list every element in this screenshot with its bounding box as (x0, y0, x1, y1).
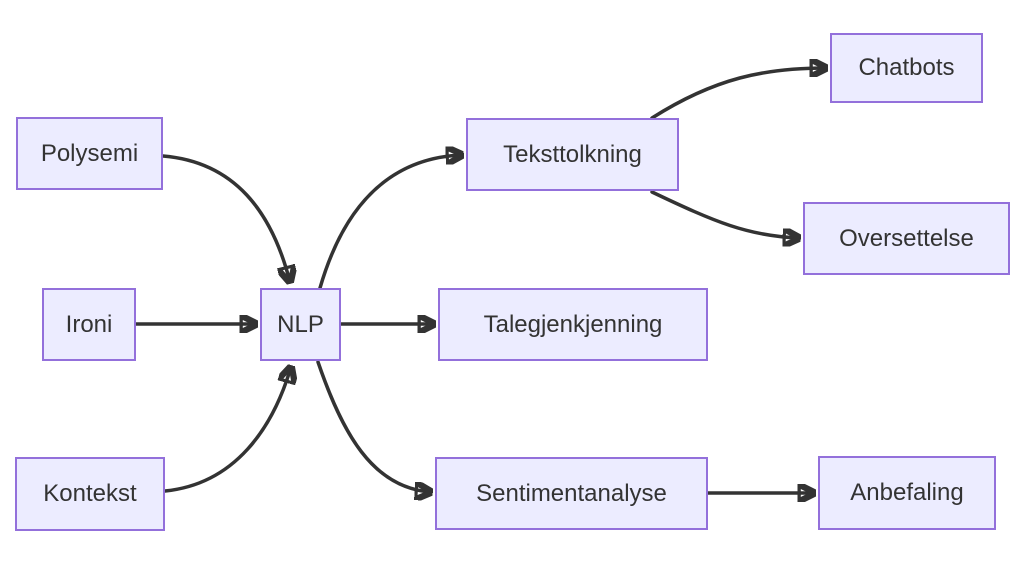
node-nlp: NLP (260, 288, 341, 361)
node-sentimentanalyse-label: Sentimentanalyse (476, 479, 667, 507)
node-kontekst-label: Kontekst (43, 480, 137, 507)
node-teksttolkning-label: Teksttolkning (503, 140, 642, 168)
edge-polysemi-nlp (161, 154, 290, 282)
node-sentimentanalyse: Sentimentanalyse (435, 457, 708, 530)
node-oversettelse-label: Oversettelse (839, 224, 974, 252)
node-polysemi-label: Polysemi (40, 139, 139, 167)
edge-teksttolkning-chatbots (650, 68, 826, 120)
node-nlp-label: NLP (277, 310, 324, 338)
node-ironi-label: Ironi (65, 310, 113, 338)
node-kontekst: Kontekst (15, 457, 165, 531)
node-chatbots: Chatbots (830, 33, 983, 103)
edge-nlp-sentimentanalyse (316, 360, 431, 492)
node-anbefaling: Anbefaling (818, 456, 996, 530)
edge-teksttolkning-oversettelse (650, 190, 799, 238)
node-ironi: Ironi (42, 288, 136, 361)
node-anbefaling-label: Anbefaling (850, 479, 964, 506)
node-oversettelse: Oversettelse (803, 202, 1010, 275)
node-talegjenkjenning-label: Talegjenkjenning (483, 310, 663, 338)
node-polysemi: Polysemi (16, 117, 163, 190)
node-teksttolkning: Teksttolkning (466, 118, 679, 191)
edge-kontekst-nlp (163, 367, 291, 493)
node-chatbots-label: Chatbots (858, 54, 955, 81)
node-talegjenkjenning: Talegjenkjenning (438, 288, 708, 361)
edge-nlp-teksttolkning (318, 155, 462, 290)
